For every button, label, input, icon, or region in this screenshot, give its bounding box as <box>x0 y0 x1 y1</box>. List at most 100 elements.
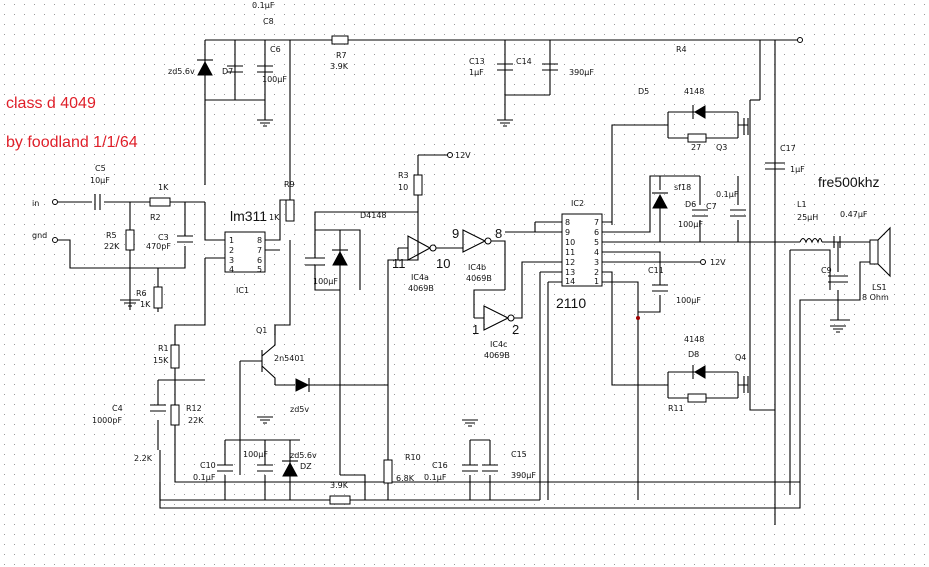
d8-part: 4148 <box>684 335 704 344</box>
ic2-name: 2110 <box>556 295 586 311</box>
q1-symbol <box>239 325 388 475</box>
r12-label: R12 <box>186 404 202 413</box>
c14-value: 390µF <box>569 68 594 77</box>
r1-value: 15K <box>153 356 169 365</box>
c8-label: C8 <box>263 17 274 26</box>
cap-c8-symbol <box>227 65 243 73</box>
c11-value: 100µF <box>676 296 701 305</box>
resistor-r12-symbol <box>170 404 180 426</box>
cap-q1-value: 100µF <box>243 450 268 459</box>
r5-value: 22K <box>104 242 120 251</box>
dz-label: DZ <box>300 462 312 471</box>
cap-mid-value: 100µF <box>313 277 338 286</box>
c10-value: 0.1µF <box>193 473 216 482</box>
cap-c10-symbol <box>217 464 233 472</box>
resistor-39k-symbol <box>329 495 351 505</box>
ic4a-part: 4069B <box>408 284 434 293</box>
ic1-pins-left: 1 2 3 4 <box>229 236 234 274</box>
d6-label: D6 <box>685 200 696 209</box>
inverter-ic4c <box>473 261 535 331</box>
resistor-27-symbol <box>687 133 707 143</box>
svg-text:8: 8 <box>257 236 262 245</box>
c16-label: C16 <box>432 461 448 470</box>
svg-text:14: 14 <box>565 277 575 286</box>
svg-text:1: 1 <box>594 277 599 286</box>
cap-c15-symbol <box>482 464 498 472</box>
ic1-pins-right: 8 7 6 5 <box>257 236 262 274</box>
resistor-r5-symbol <box>125 229 135 251</box>
r11-label: R11 <box>668 404 684 413</box>
svg-text:2: 2 <box>229 246 234 255</box>
l1-value: 25µH <box>797 213 818 222</box>
inverter-ic4b <box>462 229 535 290</box>
ic2-wiring <box>534 175 800 500</box>
r-39k-value: 3.9K <box>330 481 349 490</box>
cap-out-symbol <box>833 236 841 248</box>
c7-label: C7 <box>706 202 717 211</box>
inverter-ic4a <box>397 235 463 261</box>
d4148-label: D4148 <box>360 211 387 220</box>
resistor-r1-symbol <box>170 344 180 369</box>
cap-mid-symbol <box>305 257 325 266</box>
svg-text:1: 1 <box>229 236 234 245</box>
zd5v-label: zd5v <box>290 405 309 414</box>
mosfet-q3-symbol <box>743 118 749 135</box>
ic4c-in-pin: 1 <box>472 322 479 337</box>
c6-value: 100µF <box>262 75 287 84</box>
q4-label: Q4 <box>735 353 746 362</box>
c3-label: C3 <box>158 233 169 242</box>
input-wiring <box>52 199 225 450</box>
zener-dz-symbol <box>282 461 298 477</box>
ls1-value: 8 Ohm <box>862 293 889 302</box>
r2-value: 1K <box>158 183 169 192</box>
ic4a-out-pin: 10 <box>436 256 450 271</box>
bottom-left-wiring <box>159 439 800 501</box>
ground-symbol-6 <box>462 419 478 427</box>
c13-value: 1µF <box>469 68 484 77</box>
svg-text:6: 6 <box>594 228 599 237</box>
c15-value: 390µF <box>511 471 536 480</box>
junction-dot <box>636 316 640 320</box>
svg-text:10: 10 <box>565 238 575 247</box>
top-wiring <box>204 37 803 525</box>
ic2-ref: IC2 <box>571 199 584 208</box>
c11-label: C11 <box>648 266 664 275</box>
ic2-pins-left: 8 9 10 11 12 13 14 <box>565 218 575 286</box>
c4-label: C4 <box>112 404 123 413</box>
svg-text:9: 9 <box>565 228 570 237</box>
ic4a-in-pin: 11 <box>392 256 406 271</box>
r-bot-value: 2.2K <box>134 454 153 463</box>
ground-symbol-5 <box>257 416 273 424</box>
mosfet-q4-symbol <box>743 376 749 393</box>
ic4c-out-pin: 2 <box>512 322 519 337</box>
svg-text:7: 7 <box>594 218 599 227</box>
ic1-ref: IC1 <box>236 286 249 295</box>
resistor-r3-symbol <box>413 174 423 196</box>
r5-label: R5 <box>106 231 117 240</box>
diode-d4148-symbol <box>332 250 348 266</box>
bootstrap-wiring <box>659 176 739 242</box>
r4-label: R4 <box>676 45 687 54</box>
svg-text:8: 8 <box>565 218 570 227</box>
c14-label: C14 <box>516 57 532 66</box>
r10-value: 6.8K <box>396 474 415 483</box>
ic4a-label: IC4a <box>411 273 429 282</box>
r1-label: R1 <box>158 344 169 353</box>
sf18-label: sf18 <box>674 183 691 192</box>
cap-c4-symbol <box>150 404 166 412</box>
ic4c-label: IC4c <box>490 340 507 349</box>
cap-c13-symbol <box>497 63 513 71</box>
d5-part: 4148 <box>684 87 704 96</box>
ic2-pins-right: 7 6 5 4 3 2 1 <box>594 218 599 286</box>
q3-label: Q3 <box>716 143 727 152</box>
svg-text:5: 5 <box>594 238 599 247</box>
r3-label: R3 <box>398 171 409 180</box>
r7-label: R7 <box>336 51 347 60</box>
r6-label: R6 <box>136 289 147 298</box>
c5-value: 10µF <box>90 176 110 185</box>
ground-symbol-2 <box>497 119 513 127</box>
cap-bootstrap-symbol <box>692 209 708 217</box>
